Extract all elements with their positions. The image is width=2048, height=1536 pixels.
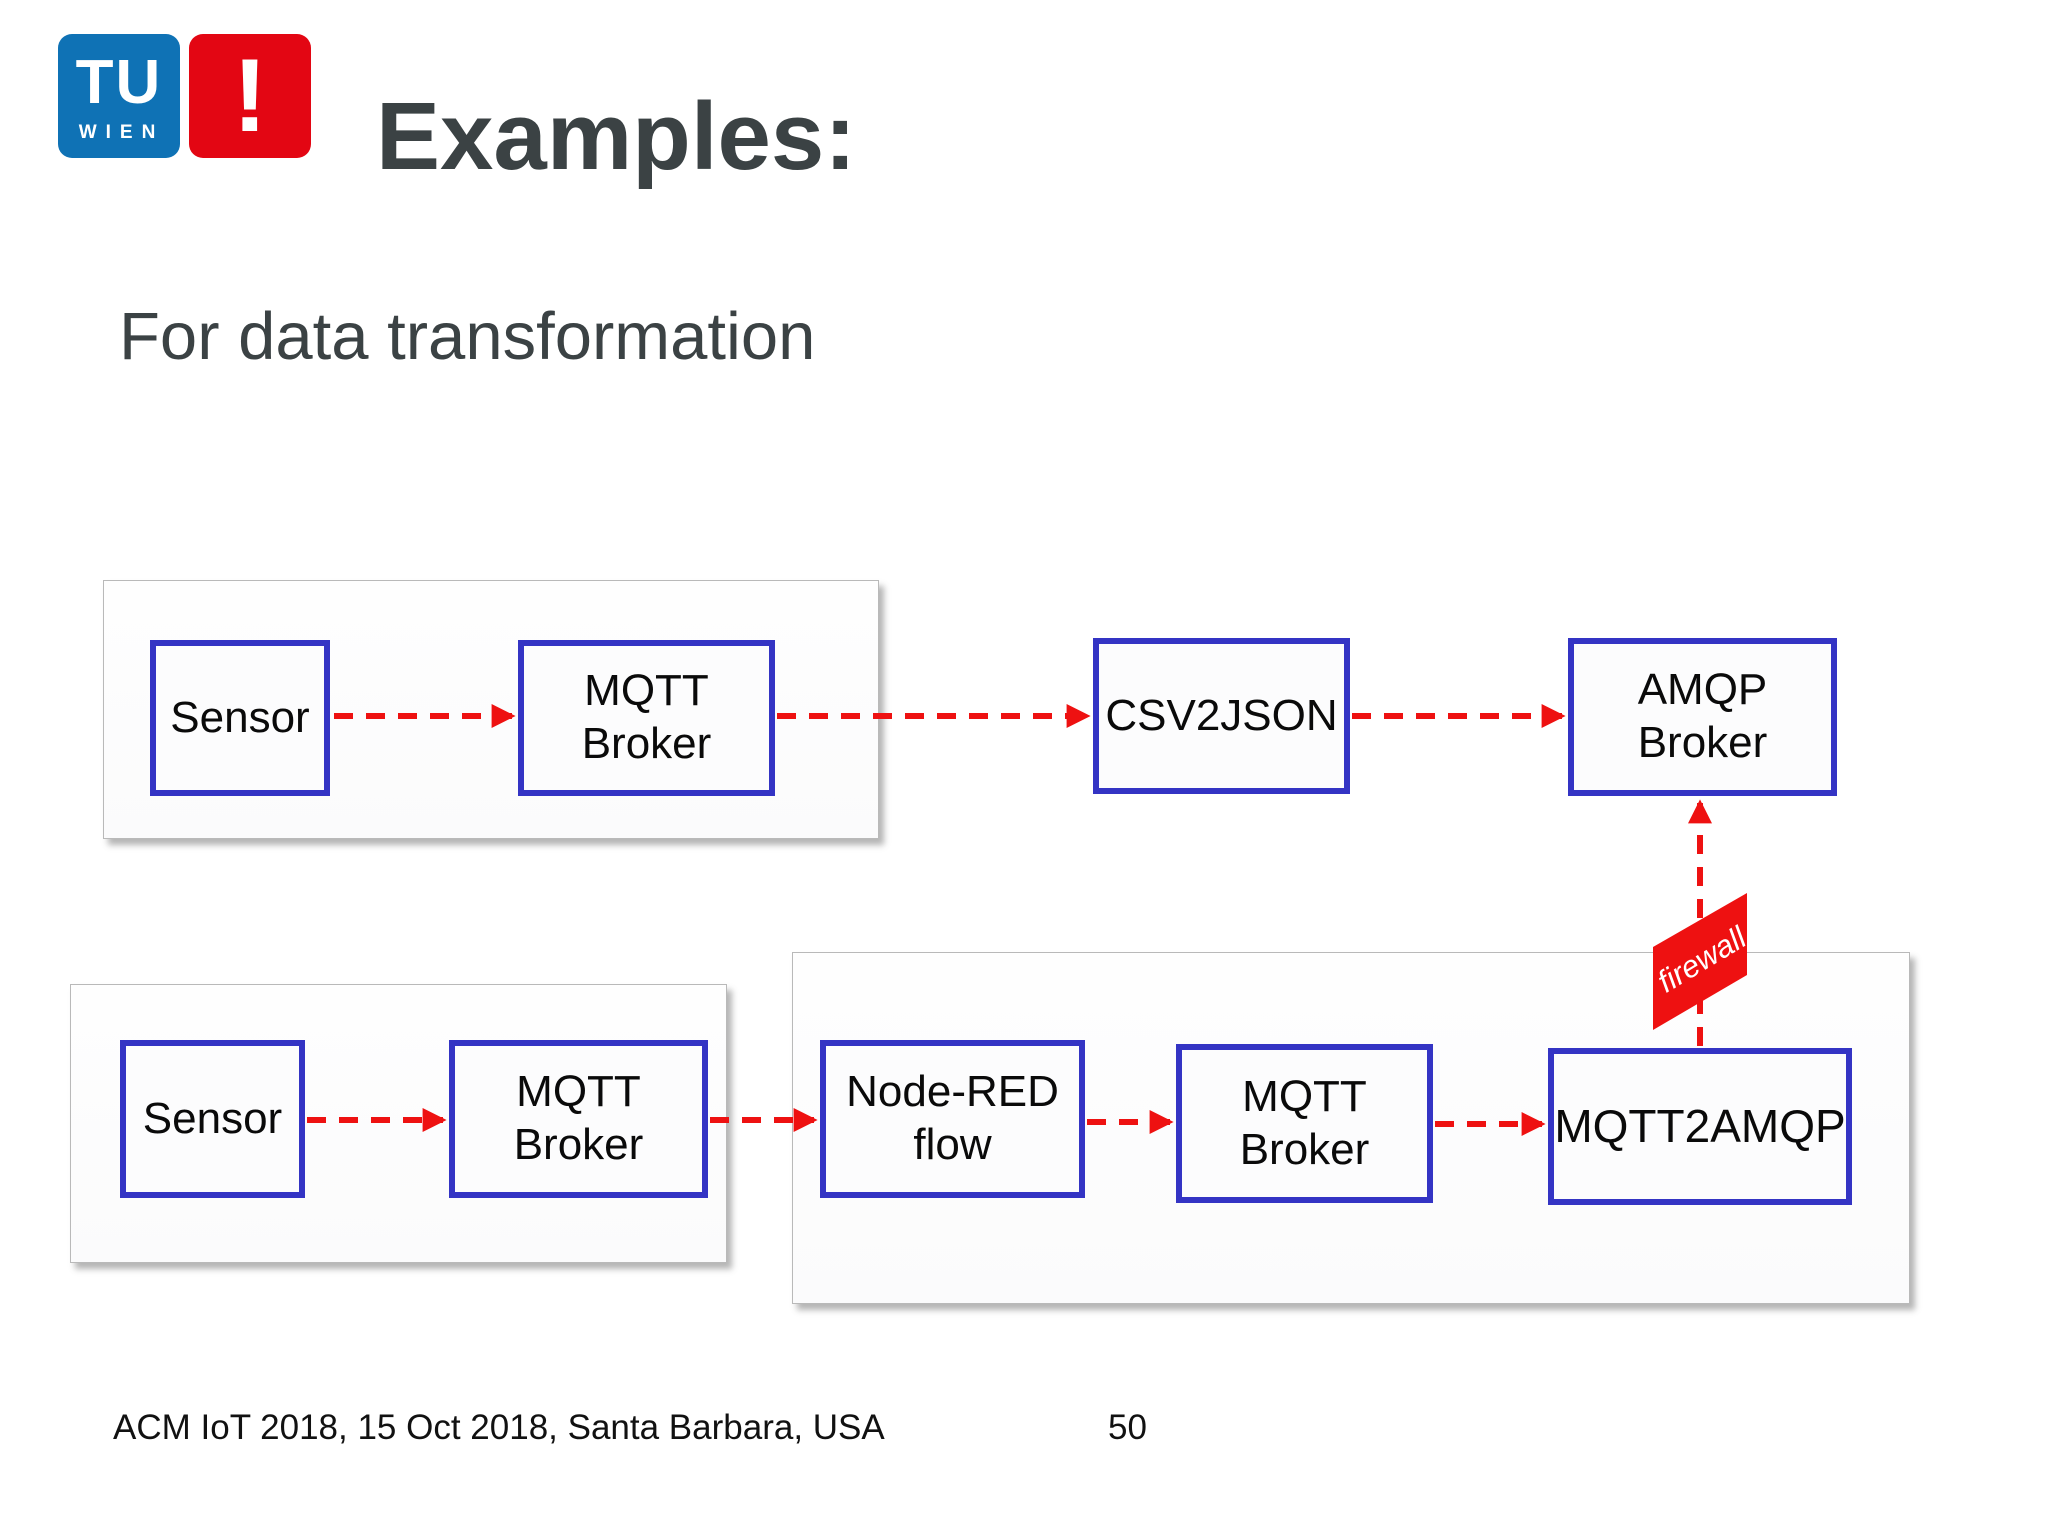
- node-amqp-broker: AMQP Broker: [1568, 638, 1837, 796]
- wien-logo-text: WIEN: [78, 122, 165, 143]
- page-title: Examples:: [376, 83, 857, 190]
- node-sensor-1: Sensor: [150, 640, 330, 796]
- node-mqtt-broker-2: MQTT Broker: [449, 1040, 708, 1198]
- node-csv2json: CSV2JSON: [1093, 638, 1350, 794]
- page-number: 50: [1108, 1408, 1147, 1447]
- node-sensor-2: Sensor: [120, 1040, 305, 1198]
- exclamation-logo: !: [189, 34, 311, 158]
- node-mqtt-broker-1: MQTT Broker: [518, 640, 775, 796]
- exclamation-mark: !: [232, 38, 268, 154]
- tu-wien-logo: TU WIEN: [58, 34, 180, 158]
- node-mqtt2amqp: MQTT2AMQP: [1548, 1048, 1852, 1205]
- node-node-red-flow: Node-RED flow: [820, 1040, 1085, 1198]
- node-mqtt-broker-3: MQTT Broker: [1176, 1044, 1433, 1203]
- slide-subtitle: For data transformation: [119, 299, 816, 374]
- tu-logo-text: TU: [75, 48, 163, 117]
- footer-text: ACM IoT 2018, 15 Oct 2018, Santa Barbara…: [113, 1408, 885, 1447]
